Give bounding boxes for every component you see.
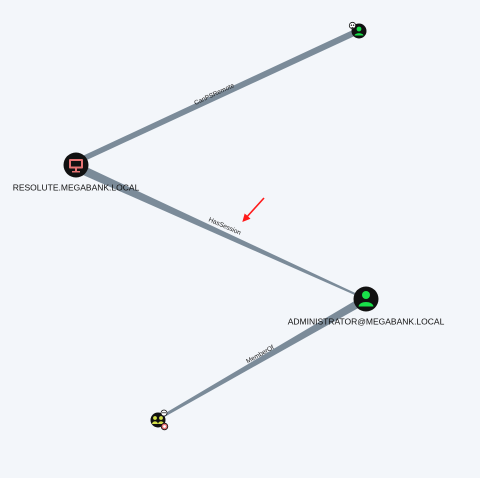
target-icon	[160, 422, 169, 431]
skull-icon	[348, 21, 357, 30]
computer-node-label: RESOLUTE.MEGABANK.LOCAL	[13, 183, 140, 193]
user-icon	[354, 26, 364, 36]
edge-hassession-line[interactable]	[74, 163, 366, 300]
edge-memberof[interactable]: MemberOf	[157, 296, 369, 420]
node-administrator[interactable]: ADMINISTRATOR@MEGABANK.LOCAL	[288, 286, 445, 327]
annotation-arrow	[242, 197, 265, 222]
edge-canpsremote-label: CanPSRemote	[193, 82, 236, 107]
administrator-node-label: ADMINISTRATOR@MEGABANK.LOCAL	[288, 317, 445, 327]
node-group[interactable]	[150, 409, 169, 431]
skull-icon	[160, 409, 168, 417]
group-icon	[152, 416, 164, 424]
edge-canpsremote[interactable]: CanPSRemote	[76, 28, 359, 165]
node-computer[interactable]: RESOLUTE.MEGABANK.LOCAL	[13, 152, 140, 193]
monitor-icon	[69, 159, 83, 173]
edge-memberof-line[interactable]	[157, 296, 369, 420]
user-icon	[358, 291, 374, 307]
edge-canpsremote-line[interactable]	[76, 28, 359, 165]
node-owned-user[interactable]	[348, 21, 367, 39]
